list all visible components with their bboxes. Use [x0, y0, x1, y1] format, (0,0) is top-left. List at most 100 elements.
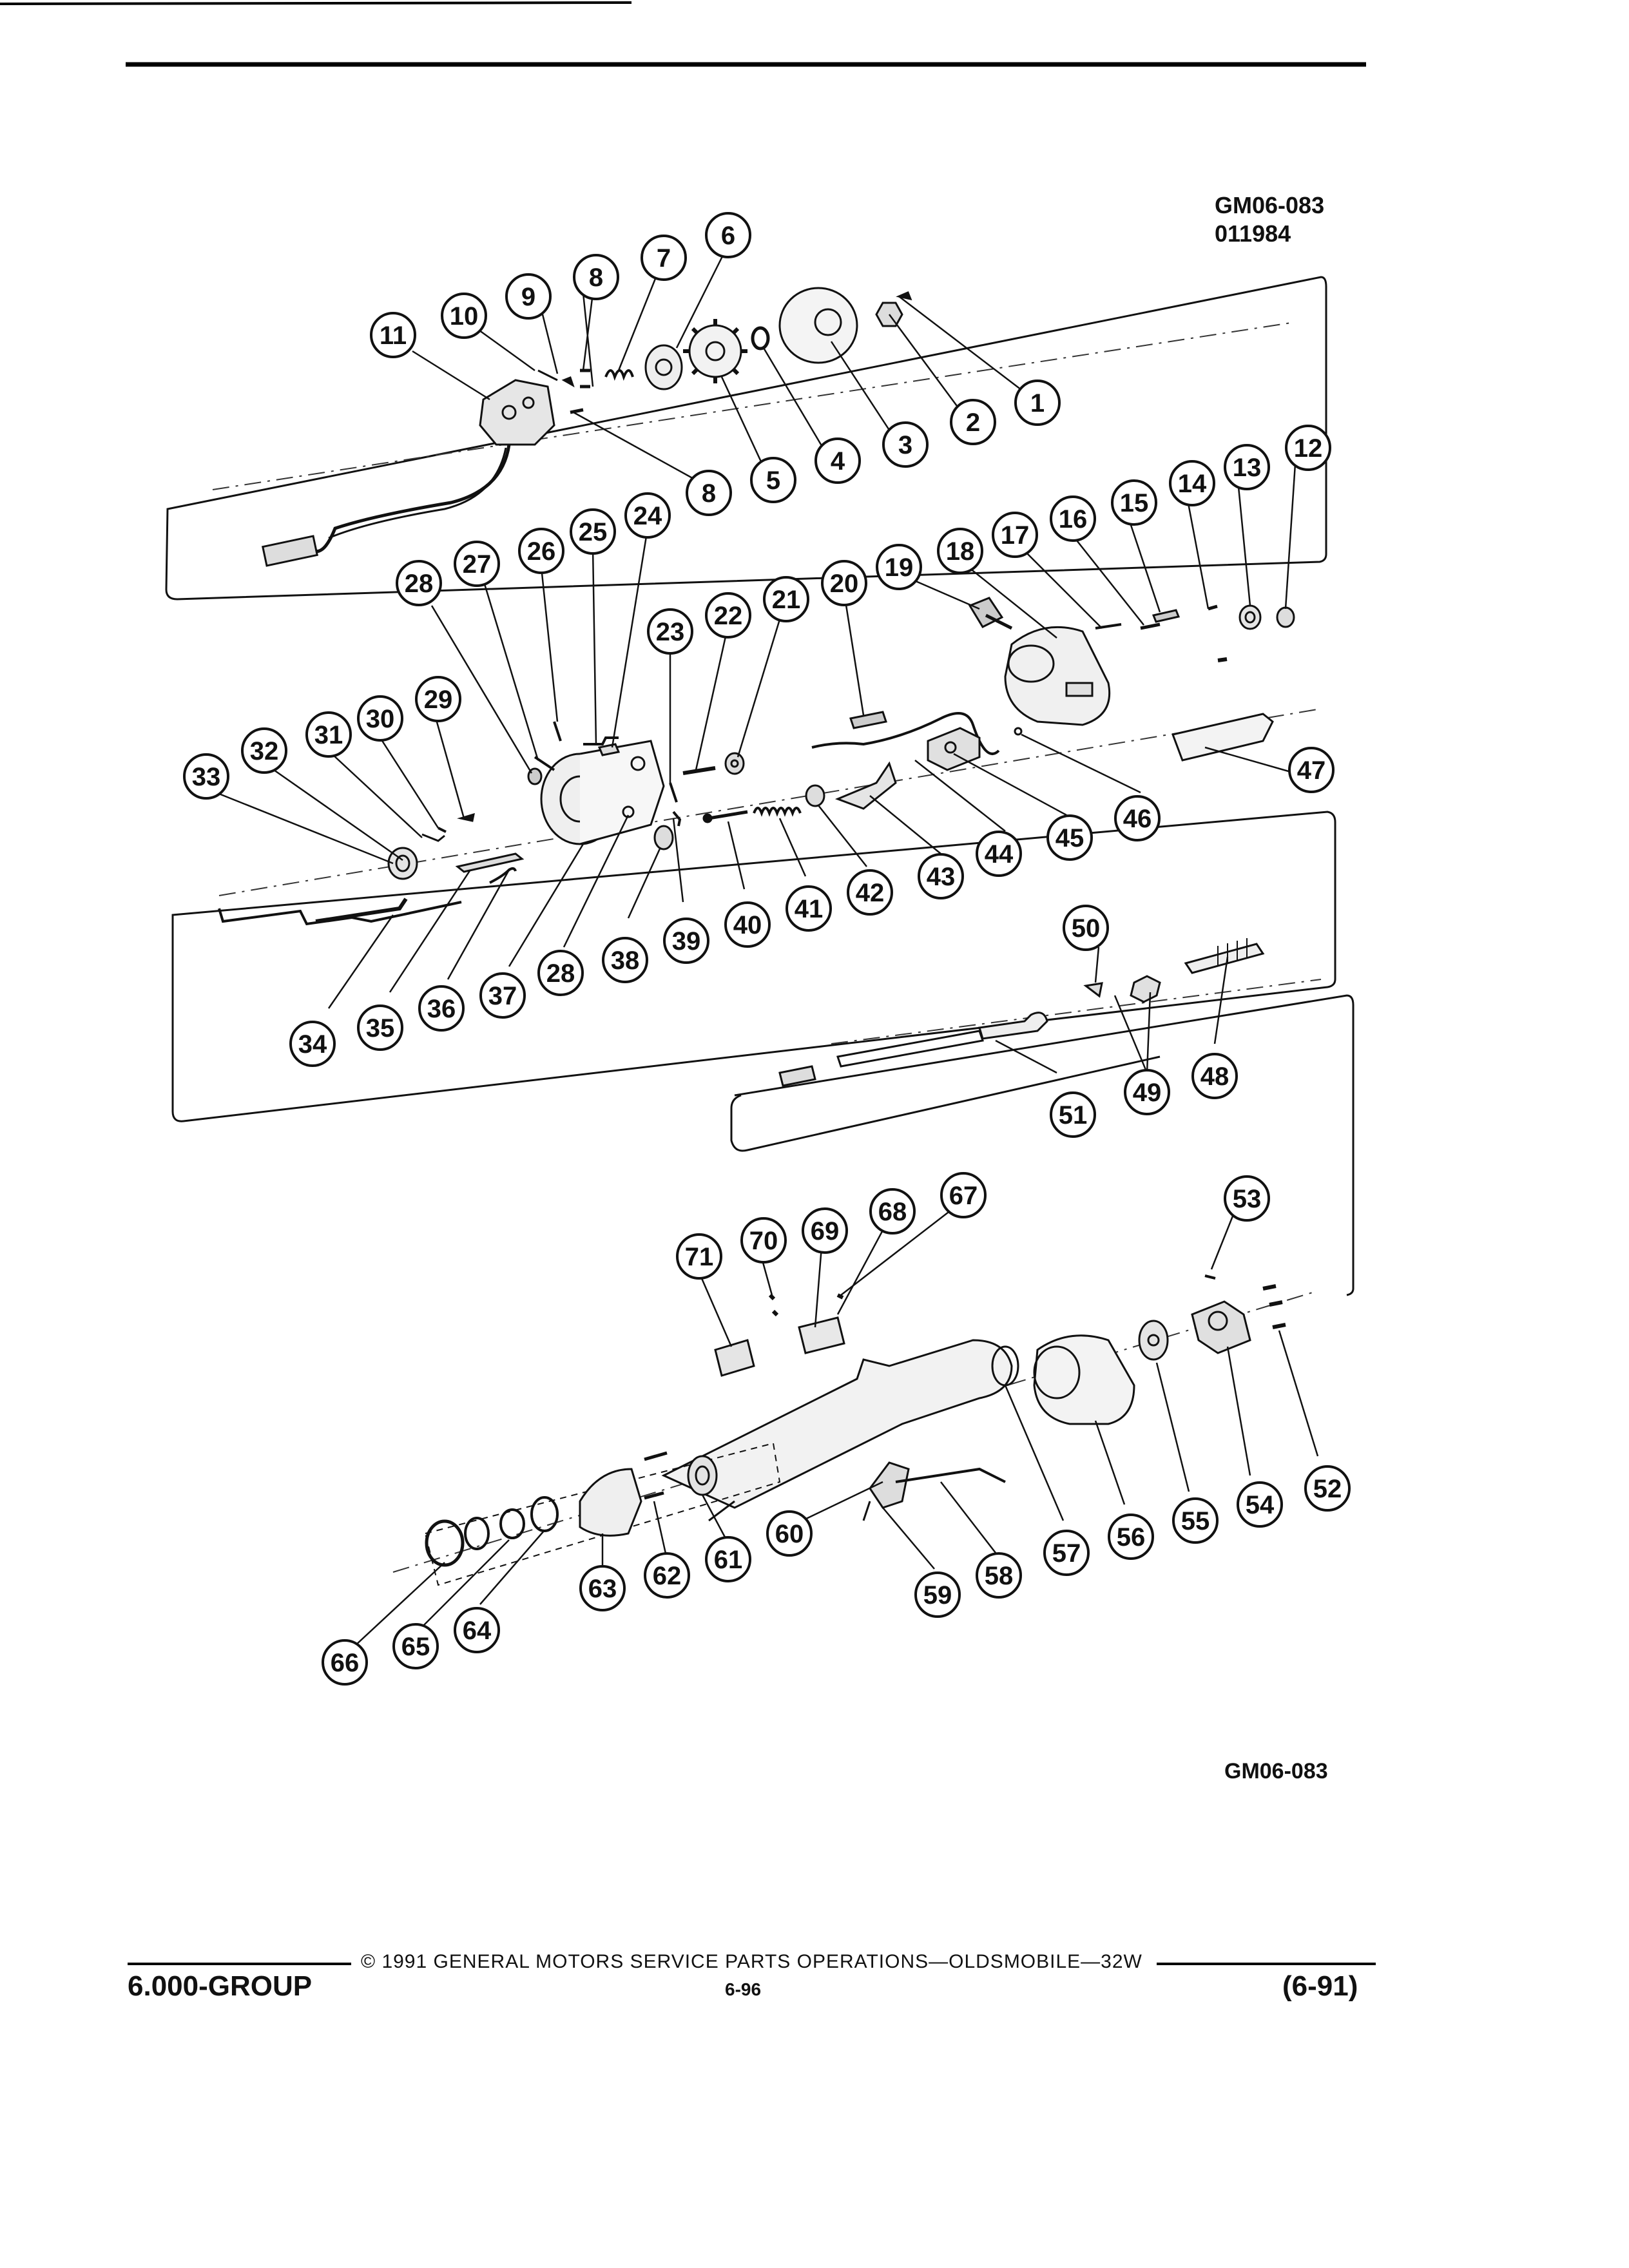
callout-circle: [1111, 479, 1157, 526]
callout-27: 27: [454, 541, 500, 587]
callout-number: 46: [1123, 805, 1152, 833]
callout-66: 66: [322, 1639, 368, 1686]
callout-circle: [763, 576, 809, 622]
callout-number: 27: [463, 550, 492, 579]
callout-circle: [869, 1188, 916, 1235]
callout-number: 15: [1120, 489, 1149, 517]
callout-15: 15: [1111, 479, 1157, 526]
buzzer-switch: [927, 727, 981, 771]
callout-51: 51: [1050, 1091, 1096, 1138]
callout-46: 46: [1114, 795, 1161, 841]
leader-lines: [215, 251, 1319, 1647]
callout-number: 11: [380, 322, 407, 350]
callout-number: 55: [1181, 1507, 1210, 1535]
callout-number: 49: [1133, 1079, 1162, 1107]
callout-number: 10: [450, 302, 479, 331]
callout-65: 65: [392, 1623, 439, 1669]
callout-43: 43: [918, 853, 964, 899]
callout-circle: [570, 508, 616, 555]
drawing-date: 011984: [1215, 220, 1291, 247]
callout-number: 30: [366, 705, 395, 733]
callout-circle: [241, 727, 287, 774]
callout-circle: [396, 560, 442, 606]
callout-circle: [766, 1510, 813, 1557]
callout-3: 3: [882, 421, 929, 468]
callout-layer: 1234567889101112131415161718192021222324…: [183, 212, 1351, 1686]
callout-circle: [644, 1552, 690, 1599]
callout-circle: [937, 528, 983, 574]
callout-25: 25: [570, 508, 616, 555]
scan-edge-line: [0, 1, 632, 5]
callout-number: 44: [985, 840, 1014, 869]
callout-circle: [1288, 747, 1335, 793]
callout-number: 70: [749, 1227, 778, 1255]
column-shroud: [1171, 713, 1274, 762]
callout-circle: [518, 528, 564, 574]
callout-circle: [1124, 1069, 1170, 1115]
callout-35: 35: [357, 1004, 403, 1051]
callout-number: 47: [1297, 756, 1326, 785]
housing-cover: [1004, 626, 1111, 726]
callout-28b: 28: [537, 950, 584, 996]
callout-number: 61: [714, 1546, 743, 1574]
callout-number: 23: [656, 618, 685, 646]
callout-number: 32: [250, 737, 279, 765]
callout-8b: 8: [686, 470, 732, 516]
callout-28a: 28: [396, 560, 442, 606]
callout-circle: [705, 592, 751, 639]
callout-circle: [950, 399, 996, 445]
callout-number: 58: [985, 1562, 1014, 1590]
callout-48: 48: [1191, 1053, 1238, 1099]
callout-number: 1: [1030, 389, 1045, 418]
callout-circle: [992, 512, 1038, 558]
callout-37: 37: [479, 972, 526, 1019]
callout-number: 60: [775, 1520, 804, 1548]
callout-number: 24: [633, 502, 662, 530]
callout-number: 54: [1246, 1491, 1275, 1519]
guide-spring: [753, 807, 802, 817]
callout-44: 44: [976, 831, 1022, 877]
callout-21: 21: [763, 576, 809, 622]
callout-number: 29: [424, 686, 453, 714]
callout-circle: [579, 1565, 626, 1611]
callout-number: 13: [1233, 454, 1262, 482]
upper-bearing-spring: [604, 369, 634, 381]
callout-56: 56: [1108, 1514, 1154, 1560]
callout-55: 55: [1172, 1497, 1219, 1544]
callout-14: 14: [1169, 460, 1215, 506]
callout-52: 52: [1304, 1465, 1351, 1512]
callout-19: 19: [876, 544, 922, 590]
callout-number: 56: [1117, 1523, 1146, 1552]
callout-circle: [289, 1021, 336, 1067]
callout-9: 9: [505, 273, 552, 320]
callout-circle: [918, 853, 964, 899]
callout-circle: [322, 1639, 368, 1686]
callout-number: 6: [721, 222, 735, 250]
callout-number: 65: [401, 1633, 430, 1661]
callout-number: 69: [811, 1217, 840, 1245]
callout-70: 70: [740, 1217, 787, 1264]
callout-number: 25: [579, 518, 608, 546]
callout-circle: [624, 492, 671, 539]
callout-circle: [392, 1623, 439, 1669]
callout-number: 9: [521, 283, 535, 311]
callout-number: 8: [702, 479, 716, 508]
callout-circle: [505, 273, 552, 320]
harness-connector: [261, 535, 319, 567]
callout-33: 33: [183, 753, 229, 800]
callout-circle: [1063, 905, 1109, 951]
row1-parts: [261, 287, 912, 567]
callout-circle: [1014, 380, 1061, 426]
callout-circle: [1050, 495, 1096, 542]
callout-number: 16: [1059, 505, 1088, 533]
callout-number: 20: [830, 570, 859, 598]
callout-circle: [305, 711, 352, 758]
callout-18: 18: [937, 528, 983, 574]
callout-20: 20: [821, 560, 867, 606]
callout-circle: [976, 1552, 1022, 1599]
callout-number: 31: [314, 721, 343, 749]
callout-number: 21: [772, 586, 801, 614]
callout-circle: [876, 544, 922, 590]
callout-26: 26: [518, 528, 564, 574]
callout-number: 35: [366, 1014, 395, 1043]
